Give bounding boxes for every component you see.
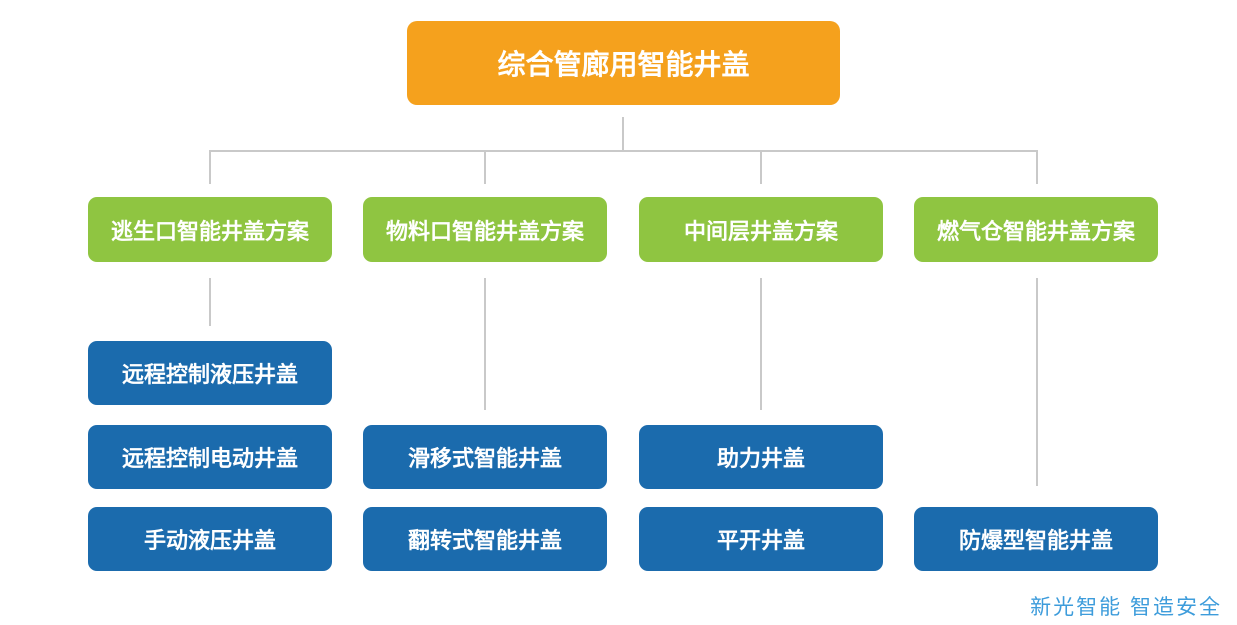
leaf-node-sliding: 滑移式智能井盖: [363, 425, 607, 489]
leaf-node-flat-open: 平开井盖: [639, 507, 883, 571]
connector-branch-stem-material-port: [484, 278, 486, 410]
connector-drop-material-port: [484, 150, 486, 184]
root-node: 综合管廊用智能井盖: [407, 21, 840, 105]
branch-node-escape-exit: 逃生口智能井盖方案: [88, 197, 332, 262]
leaf-node-explosion-proof: 防爆型智能井盖: [914, 507, 1158, 571]
connector-drop-middle-layer: [760, 150, 762, 184]
branch-node-material-port: 物料口智能井盖方案: [363, 197, 607, 262]
branch-node-gas-compartment: 燃气仓智能井盖方案: [914, 197, 1158, 262]
connector-drop-escape-exit: [209, 150, 211, 184]
leaf-node-manual-hydraulic: 手动液压井盖: [88, 507, 332, 571]
connector-drop-gas-compartment: [1036, 150, 1038, 184]
connector-root-stem: [622, 117, 624, 151]
connector-branch-stem-escape-exit: [209, 278, 211, 326]
connector-branch-stem-gas-compartment: [1036, 278, 1038, 486]
leaf-node-remote-hydraulic: 远程控制液压井盖: [88, 341, 332, 405]
connector-rail: [209, 150, 1038, 152]
connector-branch-stem-middle-layer: [760, 278, 762, 410]
leaf-node-power-assist: 助力井盖: [639, 425, 883, 489]
leaf-node-remote-electric: 远程控制电动井盖: [88, 425, 332, 489]
brand-tagline: 新光智能 智造安全: [1030, 596, 1222, 619]
leaf-node-flip: 翻转式智能井盖: [363, 507, 607, 571]
branch-node-middle-layer: 中间层井盖方案: [639, 197, 883, 262]
